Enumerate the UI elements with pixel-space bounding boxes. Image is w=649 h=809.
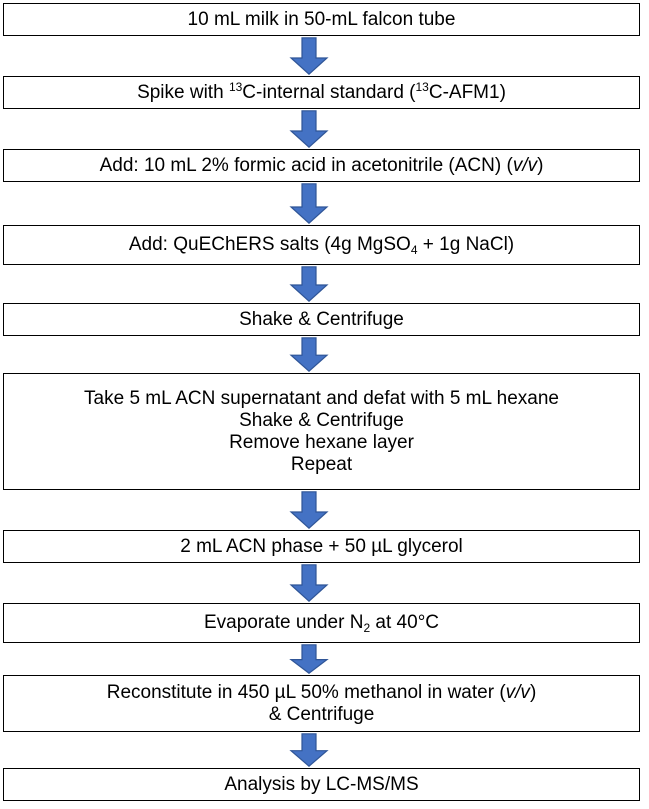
arrow-shape xyxy=(289,110,329,148)
down-arrow-icon xyxy=(289,37,329,75)
step-text: ) xyxy=(537,154,544,176)
down-arrow-icon xyxy=(289,337,329,372)
step-evaporate-line-1: Evaporate under N2 at 40°C xyxy=(204,612,439,634)
arrow-shape xyxy=(289,564,329,602)
superscript: 13 xyxy=(228,79,243,94)
down-arrow-icon xyxy=(289,491,329,529)
step-text: ) xyxy=(529,681,537,703)
step-text: Add: 10 mL 2% formic acid in acetonitril… xyxy=(99,154,513,176)
step-text: Shake & Centrifuge xyxy=(239,409,404,431)
step-milk-line-1: 10 mL milk in 50-mL falcon tube xyxy=(188,9,456,31)
italic-text: v/v xyxy=(505,681,530,703)
step-evaporate-box: Evaporate under N2 at 40°C xyxy=(3,603,640,643)
step-defat-line-4: Repeat xyxy=(291,454,352,476)
step-text: Remove hexane layer xyxy=(229,431,414,453)
step-glycerol-box: 2 mL ACN phase + 50 µL glycerol xyxy=(3,530,640,563)
step-text: 2 mL ACN phase + 50 µL glycerol xyxy=(180,535,463,557)
step-milk-box: 10 mL milk in 50-mL falcon tube xyxy=(3,3,640,36)
arrow-shape xyxy=(289,183,329,224)
arrow-shape xyxy=(289,266,329,302)
step-text: Add: QuEChERS salts (4g MgSO xyxy=(128,234,411,255)
step-add-acid-line-1: Add: 10 mL 2% formic acid in acetonitril… xyxy=(100,155,544,177)
down-arrow-icon xyxy=(289,733,329,767)
step-shake-line-1: Shake & Centrifuge xyxy=(239,309,404,331)
subscript: 2 xyxy=(363,621,371,635)
step-reconstitute-box: Reconstitute in 450 µL 50% methanol in w… xyxy=(3,675,640,732)
italic-text: v/v xyxy=(512,154,538,176)
step-text: Repeat xyxy=(290,453,353,475)
step-spike-line-1: Spike with 13C-internal standard (13C-AF… xyxy=(137,79,506,104)
step-add-salts-box: Add: QuEChERS salts (4g MgSO4 + 1g NaCl) xyxy=(3,225,640,265)
step-text: Evaporate under N xyxy=(203,612,364,633)
down-arrow-icon xyxy=(289,110,329,148)
step-spike-box: Spike with 13C-internal standard (13C-AF… xyxy=(3,76,640,109)
arrow-shape xyxy=(289,644,329,674)
step-defat-line-3: Remove hexane layer xyxy=(229,432,414,454)
down-arrow-icon xyxy=(289,644,329,674)
arrow-shape xyxy=(289,37,329,75)
step-add-salts-line-1: Add: QuEChERS salts (4g MgSO4 + 1g NaCl) xyxy=(129,234,514,256)
step-text: C-internal standard ( xyxy=(242,81,416,103)
step-text: Spike with xyxy=(137,81,229,103)
down-arrow-icon xyxy=(289,564,329,602)
step-defat-box: Take 5 mL ACN supernatant and defat with… xyxy=(3,373,640,490)
step-defat-line-1: Take 5 mL ACN supernatant and defat with… xyxy=(84,388,559,410)
down-arrow-icon xyxy=(289,183,329,224)
step-text: C-AFM1) xyxy=(428,81,506,103)
down-arrow-icon xyxy=(289,266,329,302)
step-text: + 1g NaCl) xyxy=(417,234,515,255)
step-analysis-box: Analysis by LC-MS/MS xyxy=(3,768,640,801)
step-reconstitute-line-2: & Centrifuge xyxy=(269,704,375,726)
step-analysis-line-1: Analysis by LC-MS/MS xyxy=(224,774,418,796)
step-shake-box: Shake & Centrifuge xyxy=(3,303,640,336)
step-defat-line-2: Shake & Centrifuge xyxy=(239,410,404,432)
step-text: Shake & Centrifuge xyxy=(239,308,404,330)
step-text: Analysis by LC-MS/MS xyxy=(224,773,419,795)
arrow-shape xyxy=(289,733,329,767)
step-reconstitute-line-1: Reconstitute in 450 µL 50% methanol in w… xyxy=(107,682,537,704)
step-text: 10 mL milk in 50-mL falcon tube xyxy=(187,8,456,30)
superscript: 13 xyxy=(415,79,429,94)
step-text: & Centrifuge xyxy=(268,703,375,725)
step-add-acid-box: Add: 10 mL 2% formic acid in acetonitril… xyxy=(3,149,640,182)
arrow-shape xyxy=(289,491,329,529)
step-glycerol-line-1: 2 mL ACN phase + 50 µL glycerol xyxy=(180,536,463,558)
step-text: Take 5 mL ACN supernatant and defat with… xyxy=(84,387,559,409)
step-text: Reconstitute in 450 µL 50% methanol in w… xyxy=(106,681,506,703)
arrow-shape xyxy=(289,337,329,372)
subscript: 4 xyxy=(410,243,418,257)
step-text: at 40°C xyxy=(370,612,440,633)
